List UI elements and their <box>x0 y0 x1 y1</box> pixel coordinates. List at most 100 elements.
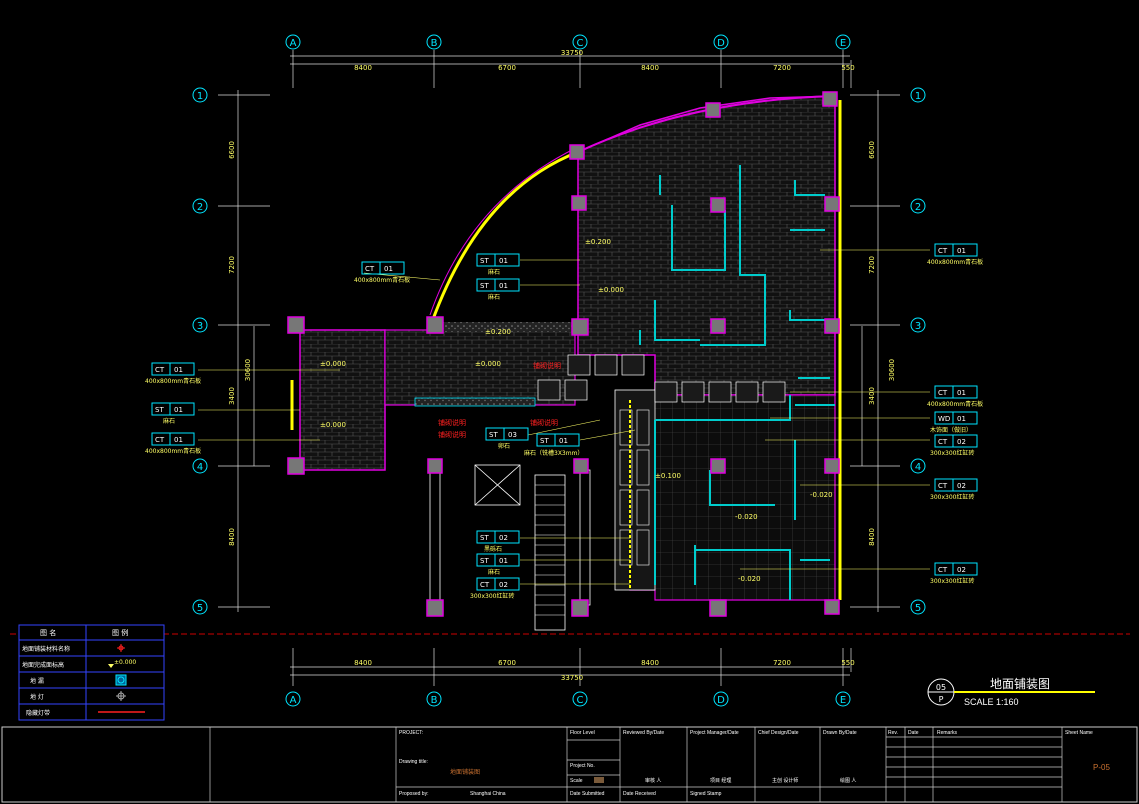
top-span-de: 7200 <box>773 64 791 72</box>
callout-num: 02 <box>499 581 508 589</box>
callout-num: 01 <box>499 282 508 290</box>
column-grid-bubbles-top: A B C D E <box>285 34 851 50</box>
drawing-scale-text: SCALE 1:160 <box>964 697 1019 707</box>
callout-code: CT <box>938 247 948 255</box>
callout-right-2: CT 01 400x800mm青石板 <box>927 385 983 408</box>
chief-design-value: 主创 设计师 <box>772 777 798 784</box>
drawn-by-value: 绘图 人 <box>840 777 856 784</box>
legend-row-1-name: 地面铺装材料名称 <box>22 645 70 653</box>
left-span-45: 8400 <box>228 528 236 546</box>
callout-code: CT <box>155 436 165 444</box>
grid-row-3-right: 3 <box>915 321 921 332</box>
right-total-dim: 30600 <box>888 359 896 381</box>
grid-col-d-top: D <box>717 38 725 49</box>
callout-right-5: CT 02 300x300红缸砖 <box>930 478 978 501</box>
legend-level-text: ±0.000 <box>114 659 136 666</box>
level-10: -0.020 <box>738 575 761 583</box>
callout-num: 01 <box>174 436 183 444</box>
bottom-total-dim: 33750 <box>561 674 583 682</box>
callout-desc: 300x300红缸砖 <box>930 577 974 585</box>
drawing-title-value: 地面铺装图 <box>450 768 480 776</box>
main-hall-floor <box>577 95 836 396</box>
date-label: Date <box>908 730 919 736</box>
reviewer-value: 审核 人 <box>645 777 661 784</box>
legend-material-tag-symbol <box>117 644 125 652</box>
project-no-label: Project No. <box>570 763 595 769</box>
right-span-34: 3400 <box>868 387 876 405</box>
title-badge-number: 05 <box>936 683 946 692</box>
callout-num: 01 <box>499 257 508 265</box>
chief-design-label: Chief Design/Date <box>758 730 799 736</box>
gravel-strip-lower <box>414 397 536 407</box>
legend-level-symbol: ±0.000 <box>108 659 136 668</box>
top-dimension-lines <box>290 50 852 88</box>
legend-row-4-name: 地 灯 <box>30 693 44 701</box>
drawn-by-label: Drawn By/Date <box>823 730 857 736</box>
bottom-dimension-text: 8400 6700 8400 7200 550 33750 <box>354 659 855 682</box>
callout-code: ST <box>540 437 549 445</box>
grid-col-a-top: A <box>290 38 297 49</box>
callout-desc: 400x800mm青石板 <box>145 447 201 455</box>
bottom-span-bc: 6700 <box>498 659 516 667</box>
callouts-mid: CT 01 400x800mm青石板 ST 01 麻石 ST 01 麻石 ST … <box>354 253 583 600</box>
callout-right-4: CT 02 300x300红缸砖 <box>930 434 978 457</box>
callout-num: 02 <box>957 438 966 446</box>
curved-facade-upper <box>577 95 836 153</box>
west-annex-floor <box>299 329 386 471</box>
rev-label: Rev. <box>888 730 898 736</box>
red-note-3: 铺砌说明 <box>438 430 466 439</box>
grid-row-5-left: 5 <box>197 603 203 614</box>
callout-code: CT <box>480 581 490 589</box>
callout-desc: 麻石（铣槽3X3mm） <box>524 449 583 457</box>
level-7: ±0.100 <box>655 472 681 480</box>
grid-row-4-left: 4 <box>197 462 203 473</box>
signed-stamp-label: Signed Stamp <box>690 791 722 797</box>
left-span-23: 7200 <box>228 256 236 274</box>
red-note-1: 铺砌说明 <box>533 361 561 370</box>
floor-level-label: Floor Level <box>570 730 595 736</box>
level-1: ±0.200 <box>585 238 611 246</box>
callout-left-1: CT 01 400x800mm青石板 <box>145 362 201 385</box>
callout-num: 01 <box>957 415 966 423</box>
legend-header-name: 图 名 <box>40 628 56 637</box>
row-grid-bubbles-right: 1 2 3 4 5 <box>910 87 926 615</box>
top-span-cd: 8400 <box>641 64 659 72</box>
red-note-2: 铺砌说明 <box>438 418 466 427</box>
callout-mid-2: ST 01 麻石 <box>476 253 520 276</box>
grid-row-1-left: 1 <box>197 91 203 102</box>
proposed-label: Proposed by: <box>399 791 428 797</box>
pm-label: Project Manager/Date <box>690 730 739 736</box>
callout-mid-5: ST 01 麻石（铣槽3X3mm） <box>524 433 583 457</box>
grid-row-2-left: 2 <box>197 202 203 213</box>
grid-col-c-top: C <box>577 38 584 49</box>
proposed-value: Shanghai China <box>470 791 506 797</box>
interior-partitions <box>639 165 835 600</box>
callout-code: CT <box>938 438 948 446</box>
sheet-number: P-05 <box>1093 763 1110 772</box>
callout-desc: 400x800mm青石板 <box>145 377 201 385</box>
right-dimension-lines <box>850 90 900 612</box>
column-grid-bubbles-bottom: A B C D E <box>285 691 851 707</box>
callout-desc: 木饰面（做旧） <box>930 426 972 434</box>
callout-mid-8: CT 02 300x300红缸砖 <box>470 577 520 600</box>
callout-code: WD <box>938 415 950 423</box>
bottom-span-cd: 8400 <box>641 659 659 667</box>
callout-code: CT <box>365 265 375 273</box>
project-label: PROJECT: <box>399 730 423 736</box>
remarks-label: Remarks <box>937 730 958 736</box>
reviewed-label: Reviewed By/Date <box>623 730 664 736</box>
right-span-23: 7200 <box>868 256 876 274</box>
grid-row-3-left: 3 <box>197 321 203 332</box>
bottom-span-ab: 8400 <box>354 659 372 667</box>
leader-lines <box>198 249 930 585</box>
legend-table: 图 名 图 例 地面铺装材料名称 地面完成面标高 地 漏 地 灯 隐藏灯带 ±0… <box>18 624 165 721</box>
callout-desc: 400x800mm青石板 <box>927 400 983 408</box>
title-badge-letter: P <box>939 695 944 704</box>
callout-mid-7: ST 01 麻石 <box>476 553 520 576</box>
row-grid-bubbles-left: 1 2 3 4 5 <box>192 87 208 615</box>
left-span-12: 6600 <box>228 141 236 159</box>
callout-right-1: CT 01 400x800mm青石板 <box>927 243 983 266</box>
callout-desc: 400x800mm青石板 <box>927 258 983 266</box>
level-8: -0.020 <box>810 491 833 499</box>
callout-num: 02 <box>499 534 508 542</box>
